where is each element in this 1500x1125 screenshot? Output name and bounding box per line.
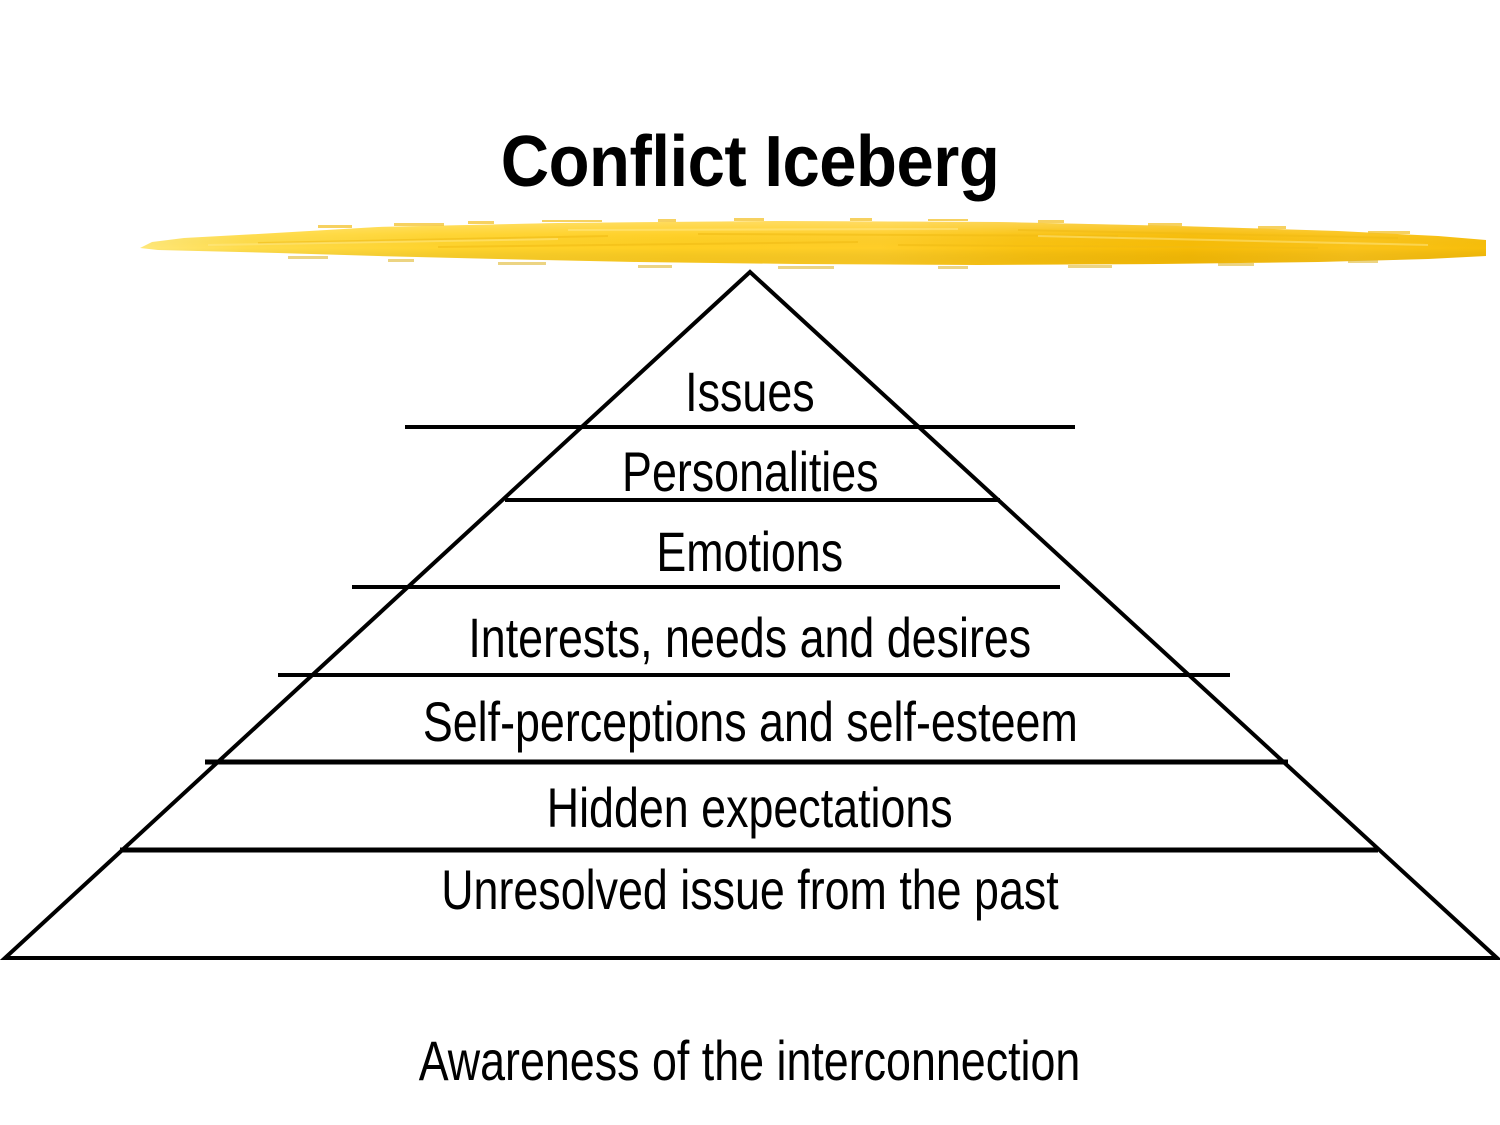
- pyramid-layer-issues: Issues: [0, 362, 1500, 422]
- brush-flecks-top: [318, 218, 1410, 234]
- slide-caption: Awareness of the interconnection: [0, 1030, 1500, 1092]
- pyramid-layer-self-perceptions: Self-perceptions and self-esteem: [0, 692, 1500, 752]
- page-title: Conflict Iceberg: [500, 122, 1000, 202]
- pyramid-layer-unresolved-issue: Unresolved issue from the past: [0, 860, 1500, 920]
- pyramid-layer-label: Self-perceptions and self-esteem: [422, 690, 1078, 753]
- brush-stroke-icon: [140, 218, 1486, 269]
- pyramid-layer-personalities: Personalities: [0, 442, 1500, 502]
- pyramid-layer-label: Unresolved issue from the past: [441, 858, 1059, 921]
- yellow-brush-stroke: [138, 212, 1488, 274]
- pyramid-layer-interests-needs-desires: Interests, needs and desires: [0, 608, 1500, 668]
- pyramid-layer-label: Issues: [685, 360, 815, 423]
- brush-flecks-bottom: [288, 256, 1378, 269]
- pyramid-outline: [0, 269, 1500, 960]
- pyramid-layer-hidden-expectations: Hidden expectations: [0, 778, 1500, 838]
- pyramid-layer-label: Hidden expectations: [547, 776, 953, 839]
- pyramid-layer-label: Emotions: [656, 520, 844, 583]
- pyramid-layer-label: Interests, needs and desires: [468, 606, 1032, 669]
- pyramid-layer-label: Personalities: [621, 440, 879, 503]
- slide-caption-text: Awareness of the interconnection: [419, 1029, 1081, 1092]
- brush-highlights: [207, 228, 1429, 246]
- pyramid-layer-emotions: Emotions: [0, 522, 1500, 582]
